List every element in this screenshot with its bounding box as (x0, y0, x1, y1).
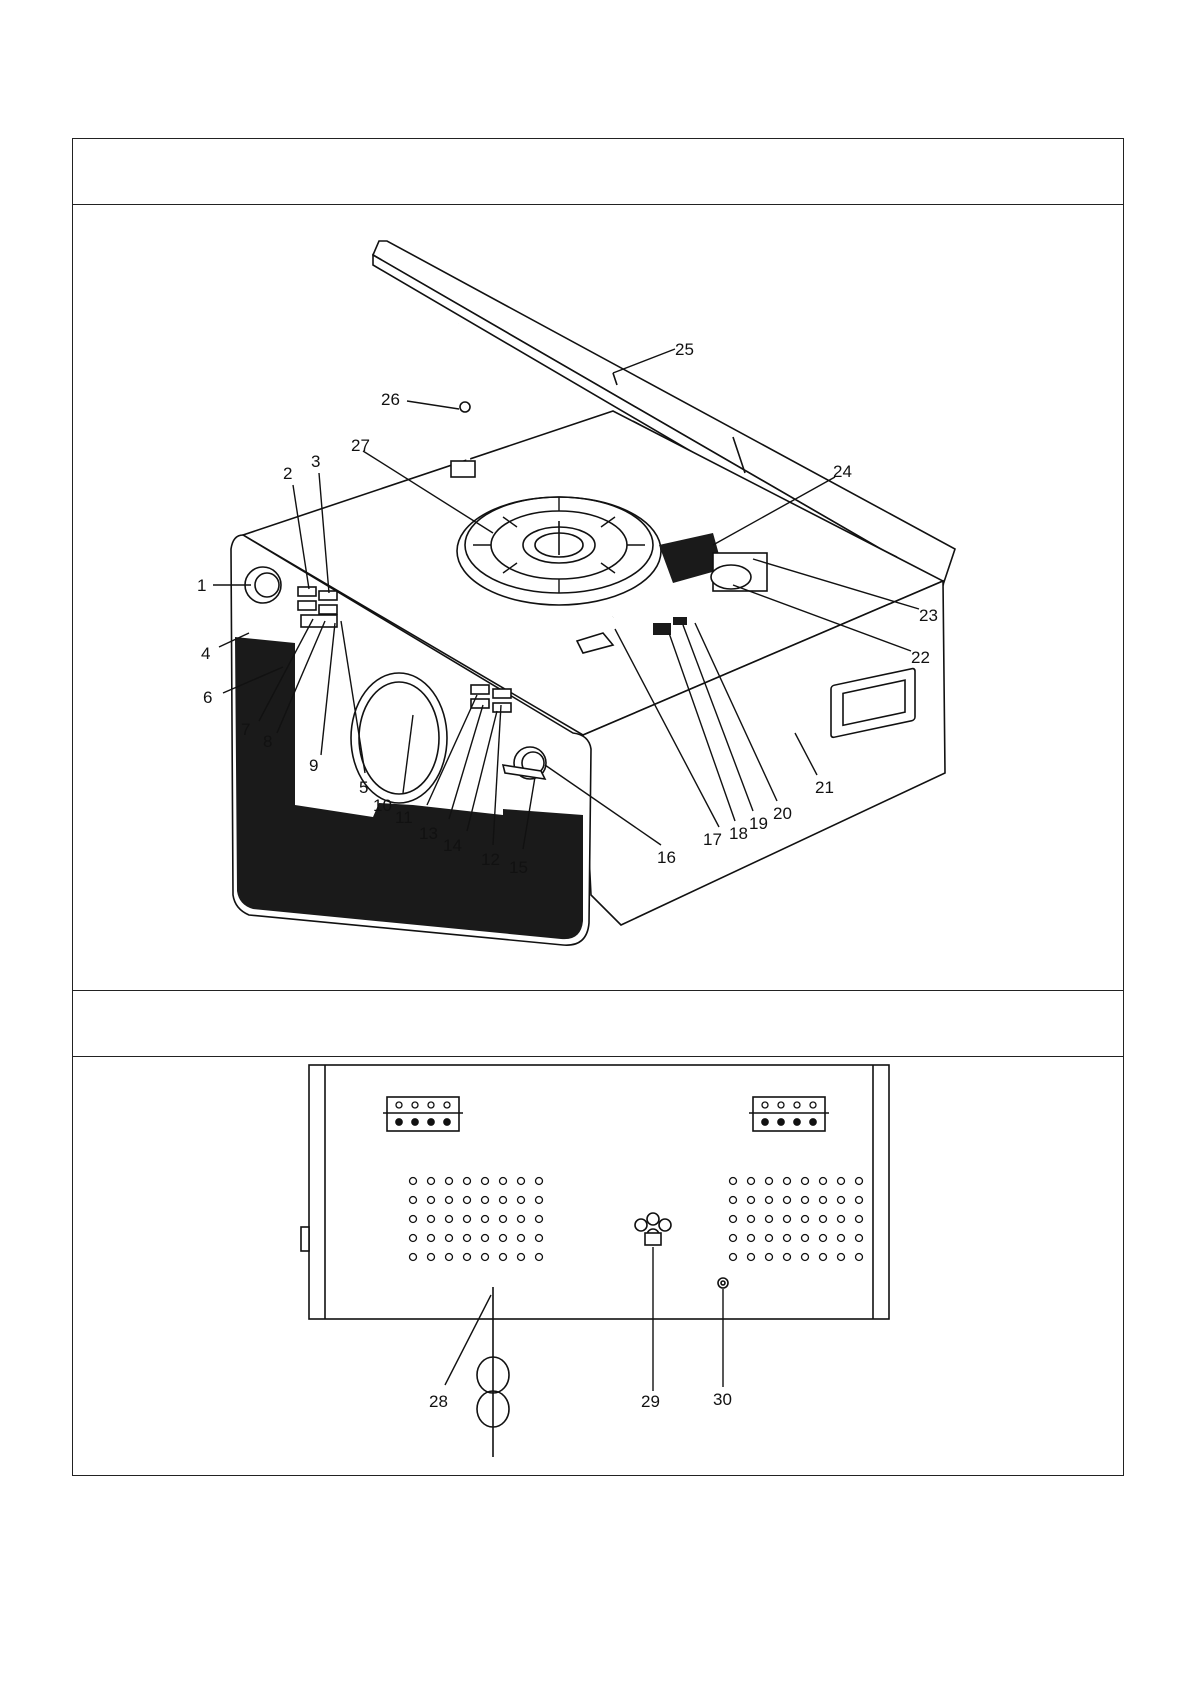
lid-stay (451, 323, 475, 477)
callout-1: 1 (197, 576, 206, 595)
callout-8: 8 (263, 732, 272, 751)
front-view-panel: 1 2 3 4 5 6 7 8 9 10 11 12 13 14 15 16 1… (73, 205, 1123, 991)
header-row-top (73, 139, 1123, 205)
callout-29: 29 (641, 1392, 660, 1411)
callout-15: 15 (509, 858, 528, 877)
callout-3: 3 (311, 452, 320, 471)
callout-26: 26 (381, 390, 400, 409)
callout-9: 9 (309, 756, 318, 775)
rear-view-panel: 28 29 30 (73, 1057, 1123, 1475)
callout-28: 28 (429, 1392, 448, 1411)
turntable-front-view: 1 2 3 4 5 6 7 8 9 10 11 12 13 14 15 16 1… (73, 205, 1123, 991)
callout-14: 14 (443, 836, 462, 855)
header-row-bottom (73, 991, 1123, 1057)
callout-20: 20 (773, 804, 792, 823)
callout-22: 22 (911, 648, 930, 667)
callout-30: 30 (713, 1390, 732, 1409)
callout-16: 16 (657, 848, 676, 867)
diagram-frame: 1 2 3 4 5 6 7 8 9 10 11 12 13 14 15 16 1… (72, 138, 1124, 1476)
callout-18: 18 (729, 824, 748, 843)
callout-25: 25 (675, 340, 694, 359)
callout-7: 7 (241, 720, 250, 739)
hinge-right (749, 1097, 829, 1131)
callout-17: 17 (703, 830, 722, 849)
callout-27: 27 (351, 436, 370, 455)
callout-13: 13 (419, 824, 438, 843)
callout-23: 23 (919, 606, 938, 625)
callout-4: 4 (201, 644, 210, 663)
hinge-left (383, 1097, 463, 1131)
callout-6: 6 (203, 688, 212, 707)
callout-21: 21 (815, 778, 834, 797)
callout-2: 2 (283, 464, 292, 483)
callout-24: 24 (833, 462, 852, 481)
callout-19: 19 (749, 814, 768, 833)
callout-11: 11 (395, 808, 413, 827)
platter (457, 497, 661, 605)
turntable-rear-view: 28 29 30 (73, 1057, 1123, 1475)
callout-12: 12 (481, 850, 500, 869)
callout-10: 10 (373, 796, 392, 815)
callout-5: 5 (359, 778, 368, 797)
aux-jack (718, 1278, 728, 1288)
